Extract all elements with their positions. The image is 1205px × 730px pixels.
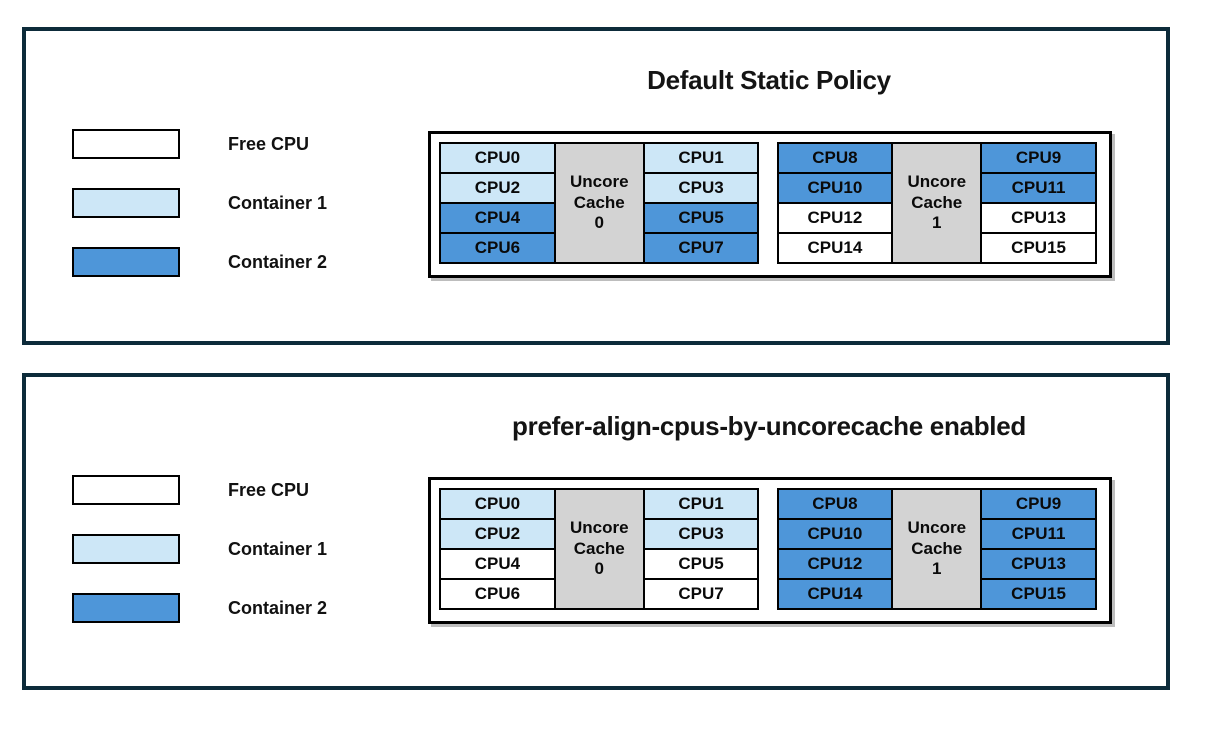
legend-label: Free CPU <box>228 133 310 154</box>
legend-swatch-container1 <box>72 534 180 564</box>
uncore-cache-label-line: Uncore <box>569 518 629 538</box>
legend-swatch-container2 <box>72 247 180 277</box>
cpu-cell-cpu5: CPU5 <box>642 548 760 580</box>
cpu-cell-cpu4: CPU4 <box>439 202 556 234</box>
cpu-cell-cpu7: CPU7 <box>642 232 760 264</box>
legend-label: Free CPU <box>228 479 310 500</box>
uncore-cache-label-line: Uncore <box>907 172 967 192</box>
legend-label: Container 2 <box>228 251 328 272</box>
cpu-cell-cpu13: CPU13 <box>980 548 1097 580</box>
cpu-cell-cpu2: CPU2 <box>439 518 556 550</box>
legend-swatch-free <box>72 475 180 505</box>
legend-item-container1: Container 1 <box>72 534 327 564</box>
cpu-cell-cpu14: CPU14 <box>776 578 894 610</box>
cpu-cell-cpu4: CPU4 <box>439 548 556 580</box>
uncore-cache-label-line: Uncore <box>907 518 967 538</box>
uncore-cache-label-line: Cache <box>911 538 963 558</box>
cpu-cell-cpu6: CPU6 <box>439 232 556 264</box>
cpu-cell-cpu6: CPU6 <box>439 578 556 610</box>
cpu-cell-cpu5: CPU5 <box>642 202 760 234</box>
legend: Free CPU Container 1 Container 2 <box>72 129 327 277</box>
uncore-cache-label-line: 0 <box>594 213 604 233</box>
cpu-cell-cpu0: CPU0 <box>439 488 556 520</box>
legend-item-container1: Container 1 <box>72 188 327 218</box>
legend-item-container2: Container 2 <box>72 593 327 623</box>
cpu-cell-cpu2: CPU2 <box>439 172 556 204</box>
legend: Free CPU Container 1 Container 2 <box>72 475 327 623</box>
cpu-cell-cpu9: CPU9 <box>980 488 1097 520</box>
legend-swatch-container2 <box>72 593 180 623</box>
cpu-cell-cpu11: CPU11 <box>980 518 1097 550</box>
cpu-cell-cpu15: CPU15 <box>980 232 1097 264</box>
cpu-cell-cpu14: CPU14 <box>776 232 894 264</box>
panel-default-static-policy: Default Static Policy Free CPU Container … <box>22 27 1170 345</box>
cpu-cell-cpu12: CPU12 <box>776 548 894 580</box>
uncore-cache-label-line: Cache <box>911 192 963 212</box>
legend-swatch-container1 <box>72 188 180 218</box>
legend-label: Container 1 <box>228 192 328 213</box>
cpu-cell-cpu12: CPU12 <box>776 202 894 234</box>
cpu-cell-cpu10: CPU10 <box>776 518 894 550</box>
panel-title: prefer-align-cpus-by-uncorecache enabled <box>512 411 1026 441</box>
cpu-cell-cpu10: CPU10 <box>776 172 894 204</box>
uncore-cache-label-line: 1 <box>932 213 942 233</box>
legend-label: Container 1 <box>228 538 328 559</box>
cpu-cell-cpu3: CPU3 <box>642 518 760 550</box>
uncore-cache-label-line: 1 <box>932 559 942 579</box>
cpu-cell-cpu3: CPU3 <box>642 172 760 204</box>
cpu-cell-cpu7: CPU7 <box>642 578 760 610</box>
cpu-cell-cpu15: CPU15 <box>980 578 1097 610</box>
legend-item-free: Free CPU <box>72 475 327 505</box>
panel-title: Default Static Policy <box>647 65 891 95</box>
cpu-cell-cpu8: CPU8 <box>776 488 894 520</box>
uncore-cache-label-line: 0 <box>594 559 604 579</box>
cpu-cell-cpu8: CPU8 <box>776 142 894 174</box>
uncore-cache-label-line: Cache <box>573 192 625 212</box>
legend-item-free: Free CPU <box>72 129 327 159</box>
cpu-cell-cpu13: CPU13 <box>980 202 1097 234</box>
cpu-cell-cpu0: CPU0 <box>439 142 556 174</box>
uncore-cache-label-line: Cache <box>573 538 625 558</box>
cpu-cell-cpu1: CPU1 <box>642 142 760 174</box>
uncore-cache-label-line: Uncore <box>569 172 629 192</box>
cpu-cell-cpu1: CPU1 <box>642 488 760 520</box>
panel-prefer-align-uncorecache: prefer-align-cpus-by-uncorecache enabled… <box>22 373 1170 690</box>
cpu-cell-cpu9: CPU9 <box>980 142 1097 174</box>
legend-item-container2: Container 2 <box>72 247 327 277</box>
legend-label: Container 2 <box>228 597 328 618</box>
legend-swatch-free <box>72 129 180 159</box>
cpu-cell-cpu11: CPU11 <box>980 172 1097 204</box>
